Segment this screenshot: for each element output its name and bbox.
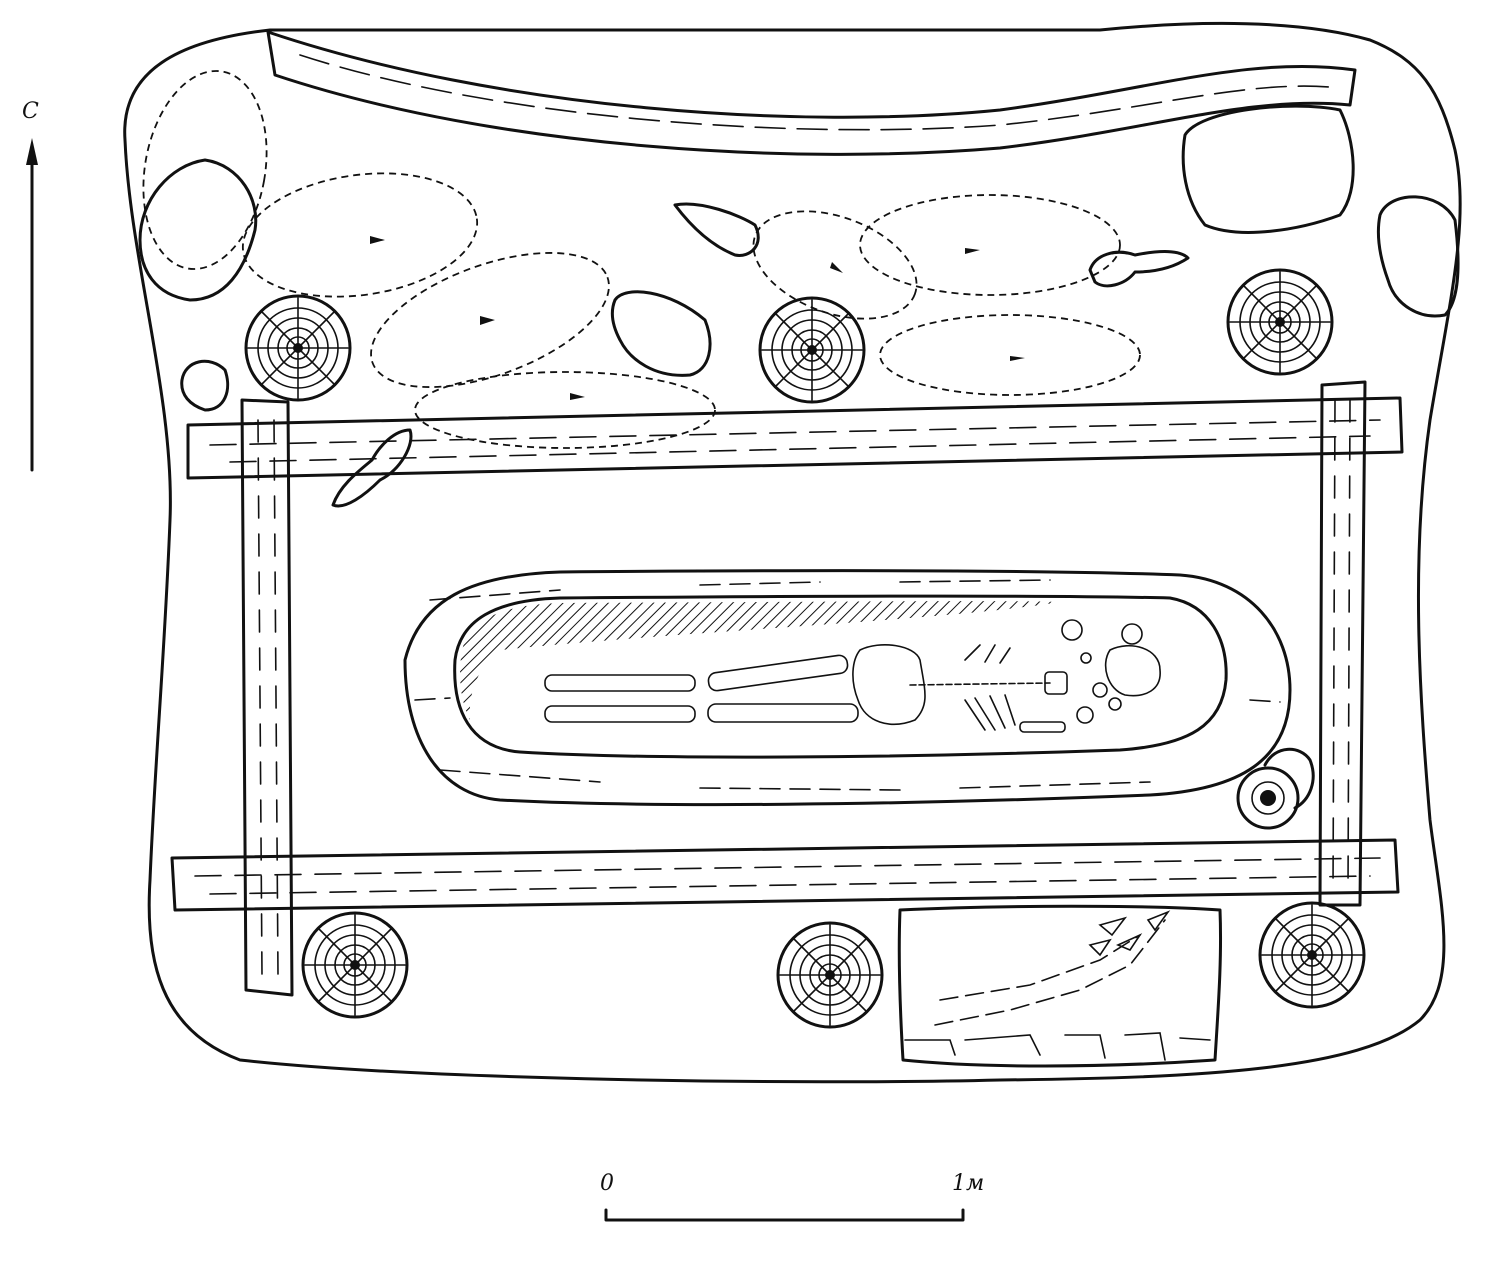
grave-pit-outline <box>123 21 1462 1084</box>
north-label: С <box>22 99 39 124</box>
scale-start-label: 0 <box>600 1171 614 1196</box>
scale-end-label: 1м <box>952 1171 984 1196</box>
pot-vessel <box>1236 747 1315 830</box>
stones <box>138 104 1460 508</box>
scale-bar: 0 1м <box>600 1171 984 1222</box>
beam-frame <box>170 380 1404 997</box>
north-arrow: С <box>22 99 39 472</box>
skeleton <box>544 619 1161 733</box>
dashed-pits <box>142 70 1141 449</box>
log-posts <box>244 268 1366 1029</box>
niche-with-arrowheads <box>897 904 1223 1068</box>
plank-top <box>266 30 1357 156</box>
log-coffin <box>403 569 1292 807</box>
